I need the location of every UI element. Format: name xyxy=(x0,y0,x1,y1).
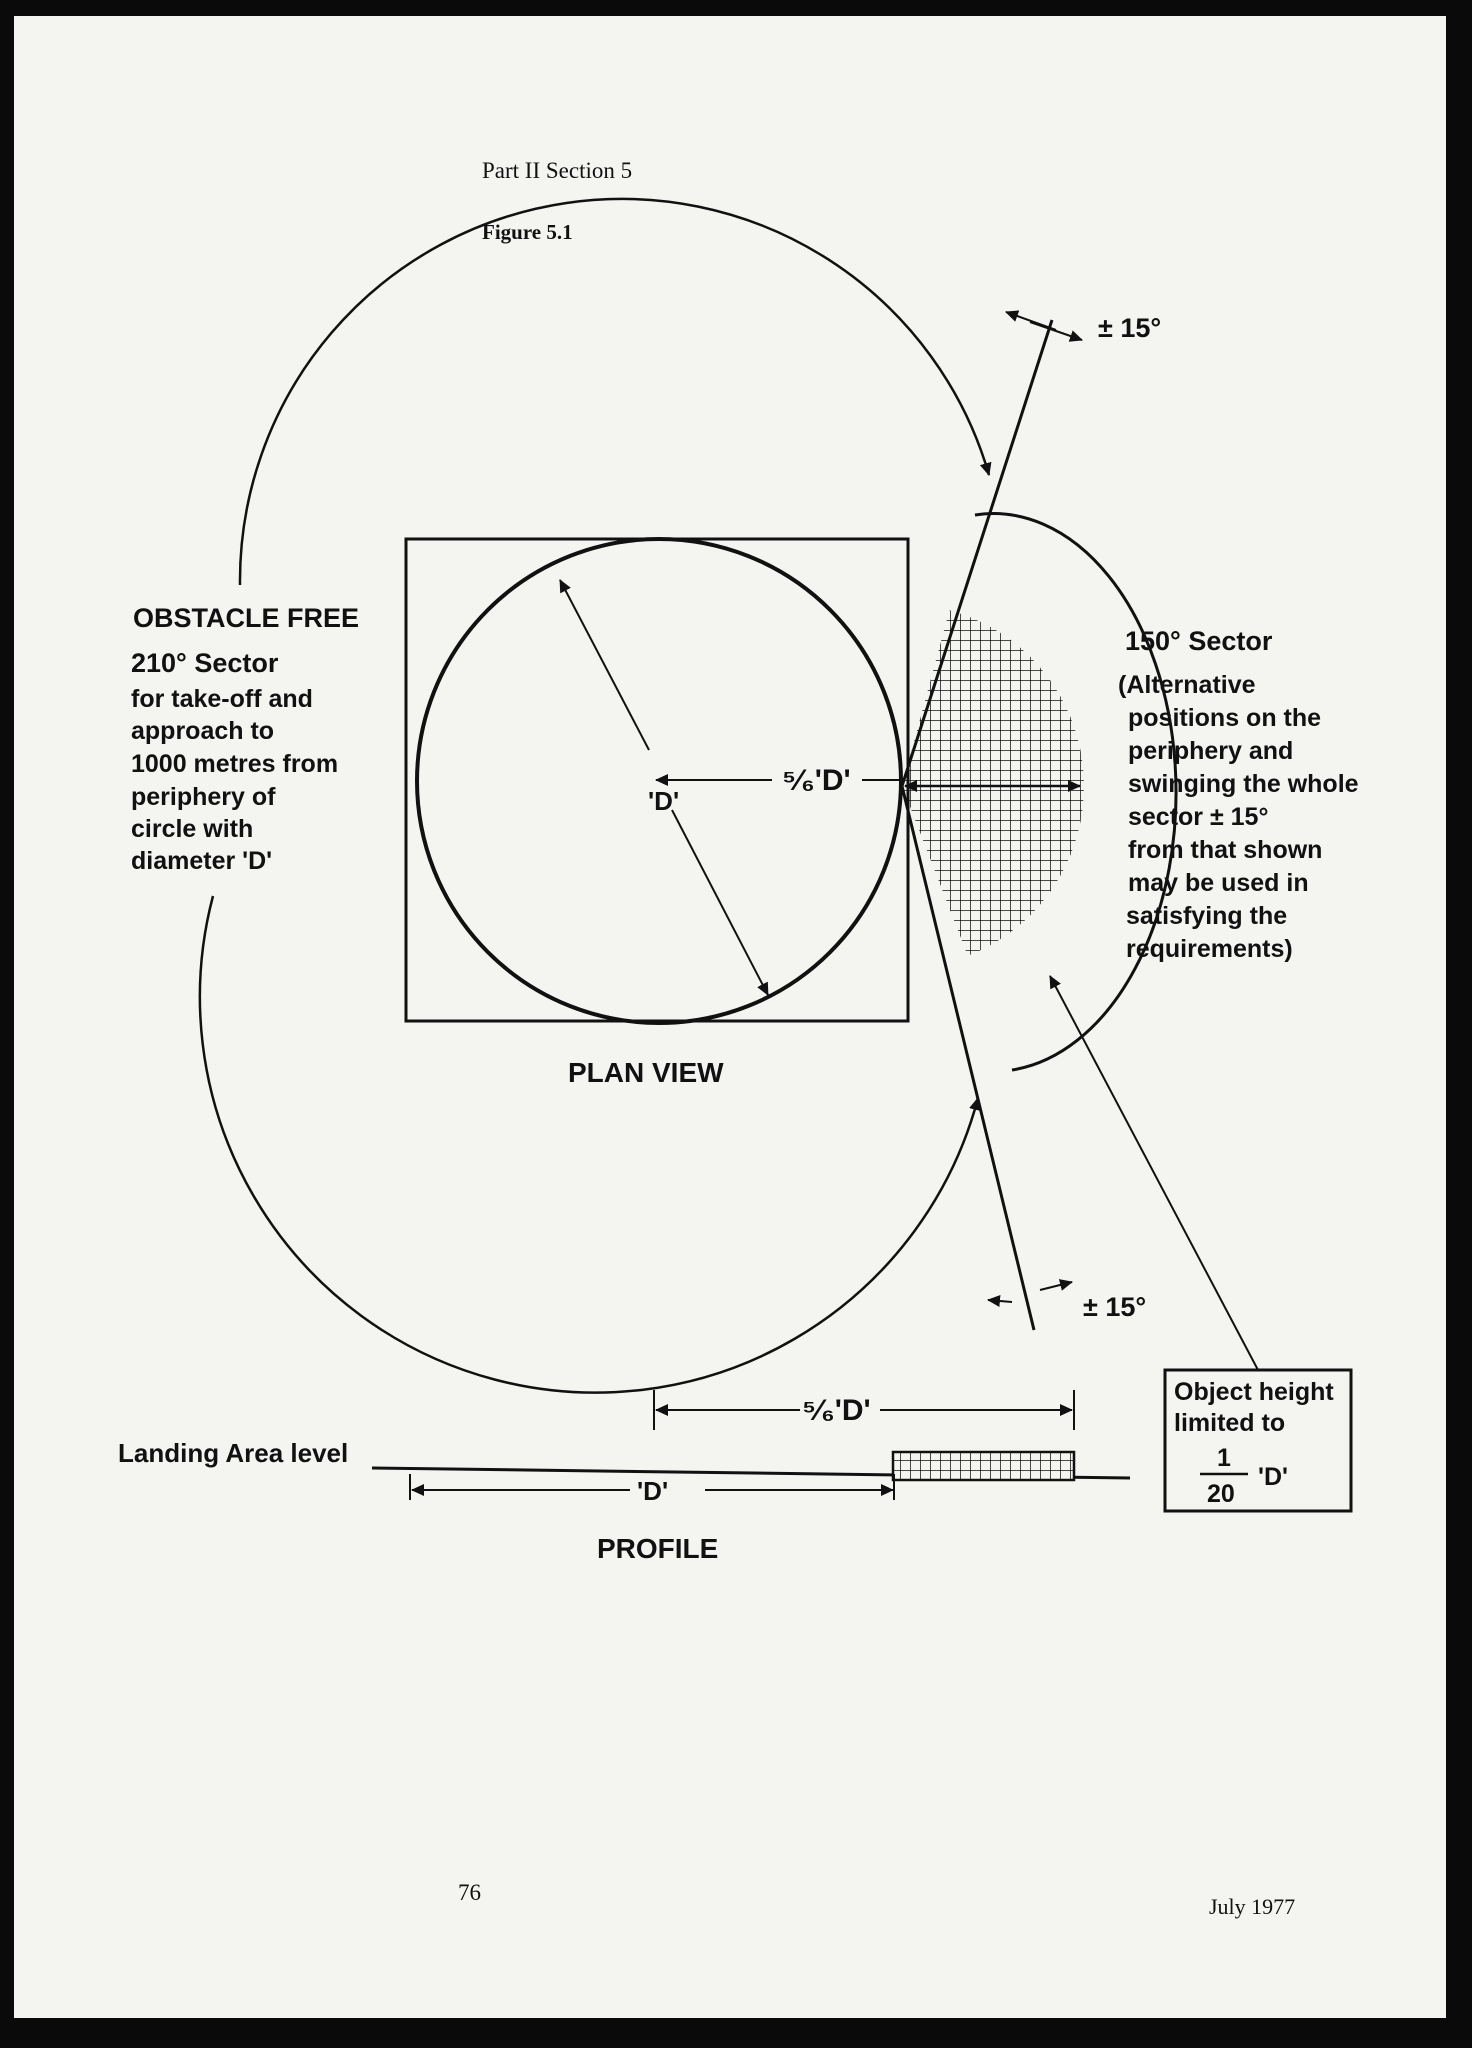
fraction-denominator: 20 xyxy=(1207,1480,1235,1508)
sector-150-desc-4: swinging the whole xyxy=(1128,770,1359,798)
sector-150-desc-7: may be used in xyxy=(1128,869,1309,897)
sector-210-desc-4: periphery of xyxy=(131,783,276,811)
sector-210-label: 210° Sector xyxy=(131,648,279,678)
section-heading: Part II Section 5 xyxy=(482,158,633,183)
five-sixths-d-label: ⁵⁄₆'D' xyxy=(782,764,851,797)
page-number: 76 xyxy=(458,1880,481,1905)
d-label: 'D' xyxy=(648,786,679,816)
sector-150-hatched xyxy=(902,604,1084,968)
document-page xyxy=(14,16,1446,2018)
sector-150-desc-9: requirements) xyxy=(1126,935,1293,963)
sector-210-desc-5: circle with xyxy=(131,815,253,843)
plan-view-label: PLAN VIEW xyxy=(568,1057,724,1088)
sector-150-desc-8: satisfying the xyxy=(1126,902,1287,930)
footer-date: July 1977 xyxy=(1209,1894,1296,1919)
sector-150-desc-6: from that shown xyxy=(1128,836,1322,864)
figure-label: Figure 5.1 xyxy=(482,220,573,244)
sector-150-label: 150° Sector xyxy=(1125,626,1273,656)
landing-area-level-label: Landing Area level xyxy=(118,1438,348,1468)
object-height-box xyxy=(1163,1368,1353,1513)
sector-210-desc-1: for take-off and xyxy=(131,685,313,713)
diameter-arrow xyxy=(559,579,650,751)
object-height-line-1: Object height xyxy=(1174,1378,1334,1406)
plus-minus-15-bottom: ± 15° xyxy=(1083,1292,1146,1322)
sector-150-desc-2: positions on the xyxy=(1128,704,1321,732)
profile-label: PROFILE xyxy=(597,1533,718,1564)
object-height-leader xyxy=(1049,975,1259,1371)
sector-210-desc-6: diameter 'D' xyxy=(131,847,272,875)
profile-d-label: 'D' xyxy=(637,1476,668,1506)
obstacle-free-label: OBSTACLE FREE xyxy=(133,603,359,633)
plus-minus-15-top: ± 15° xyxy=(1098,313,1161,343)
sector-210-desc-2: approach to xyxy=(131,717,274,745)
sector-150-desc-1: (Alternative xyxy=(1118,671,1256,699)
object-height-line-2: limited to xyxy=(1174,1409,1285,1437)
profile-obstacle-band xyxy=(891,1450,1076,1482)
sector-150-desc-3: periphery and xyxy=(1128,737,1293,765)
profile-five-sixths-d-label: ⁵⁄₆'D' xyxy=(802,1394,871,1427)
sector-150-desc-5: sector ± 15° xyxy=(1128,803,1268,831)
fraction-unit: 'D' xyxy=(1258,1463,1288,1491)
fraction-numerator: 1 xyxy=(1217,1444,1231,1472)
sector-210-desc-3: 1000 metres from xyxy=(131,750,338,778)
sector-210-arc-lower xyxy=(198,895,981,1394)
sector-210-arc xyxy=(238,197,992,586)
